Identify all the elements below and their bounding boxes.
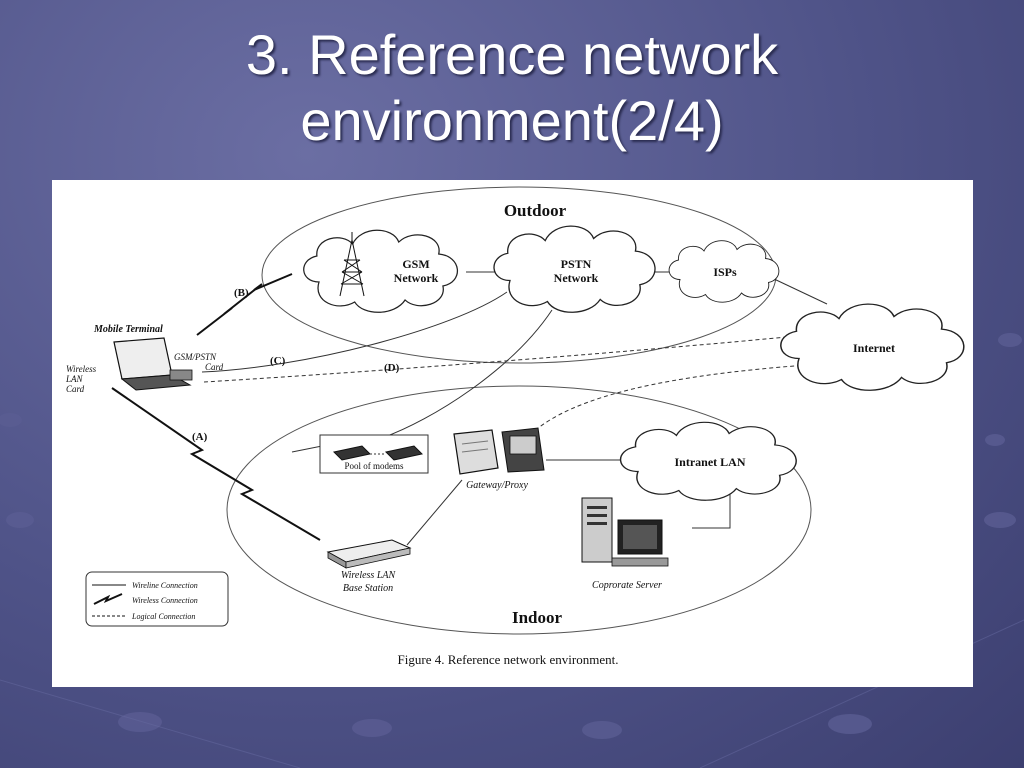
wlan-card-label-2: LAN [65, 374, 84, 384]
logical-connections [203, 335, 808, 436]
gsm-card-label-2: Card [205, 362, 224, 372]
wlan-card-label-3: Card [66, 384, 85, 394]
gsm-label-1: GSM [402, 257, 429, 271]
legend-wireline: Wireline Connection [132, 581, 198, 590]
legend: Wireline Connection Wireless Connection … [85, 571, 229, 627]
pstn-label-1: PSTN [561, 257, 592, 271]
base-station-label-1: Wireless LAN [341, 570, 397, 581]
indoor-region [226, 385, 812, 635]
gsm-label-2: Network [394, 271, 439, 285]
base-station-label-2: Base Station [343, 583, 393, 594]
network-diagram-figure: Outdoor Indoor GSM Network [52, 180, 973, 687]
gsm-tower-icon [339, 232, 365, 297]
slide-title-line2: environment(2/4) [300, 89, 724, 152]
gateway-label: Gateway/Proxy [466, 480, 528, 491]
laptop-icon [113, 337, 193, 391]
gateway-proxy-icon [453, 427, 545, 475]
modem-icon [332, 445, 424, 461]
wlan-card-label-1: Wireless [66, 364, 97, 374]
pool-of-modems-label: Pool of modems [344, 461, 403, 471]
slide-title: 3. Reference network environment(2/4) [0, 22, 1024, 154]
server-label: Coprorate Server [592, 580, 662, 591]
wireless-link-b [196, 273, 293, 336]
legend-wireless-icon [93, 593, 123, 605]
base-station-icon [326, 539, 412, 569]
indoor-label: Indoor [512, 608, 563, 627]
isps-label: ISPs [713, 265, 737, 279]
outdoor-label: Outdoor [504, 201, 567, 220]
corporate-server-icon [581, 497, 669, 567]
network-diagram: Outdoor Indoor GSM Network [65, 186, 965, 667]
mobile-terminal-label: Mobile Terminal [93, 324, 163, 335]
wireline-connections [201, 271, 828, 546]
connection-c-label: (C) [270, 355, 286, 367]
pool-of-modems: Pool of modems [319, 434, 429, 474]
connection-b-label: (B) [234, 287, 249, 299]
legend-logical: Logical Connection [131, 612, 195, 621]
figure-caption: Figure 4. Reference network environment. [398, 652, 619, 667]
connection-d-label: (D) [384, 362, 400, 374]
pstn-label-2: Network [554, 271, 599, 285]
internet-label: Internet [853, 341, 895, 355]
gsm-card-label-1: GSM/PSTN [174, 352, 217, 362]
connection-a-label: (A) [192, 431, 208, 443]
wireless-link-a [111, 387, 321, 541]
intranet-label: Intranet LAN [675, 455, 746, 469]
slide-title-line1: 3. Reference network [245, 23, 779, 86]
legend-wireless: Wireless Connection [132, 596, 198, 605]
